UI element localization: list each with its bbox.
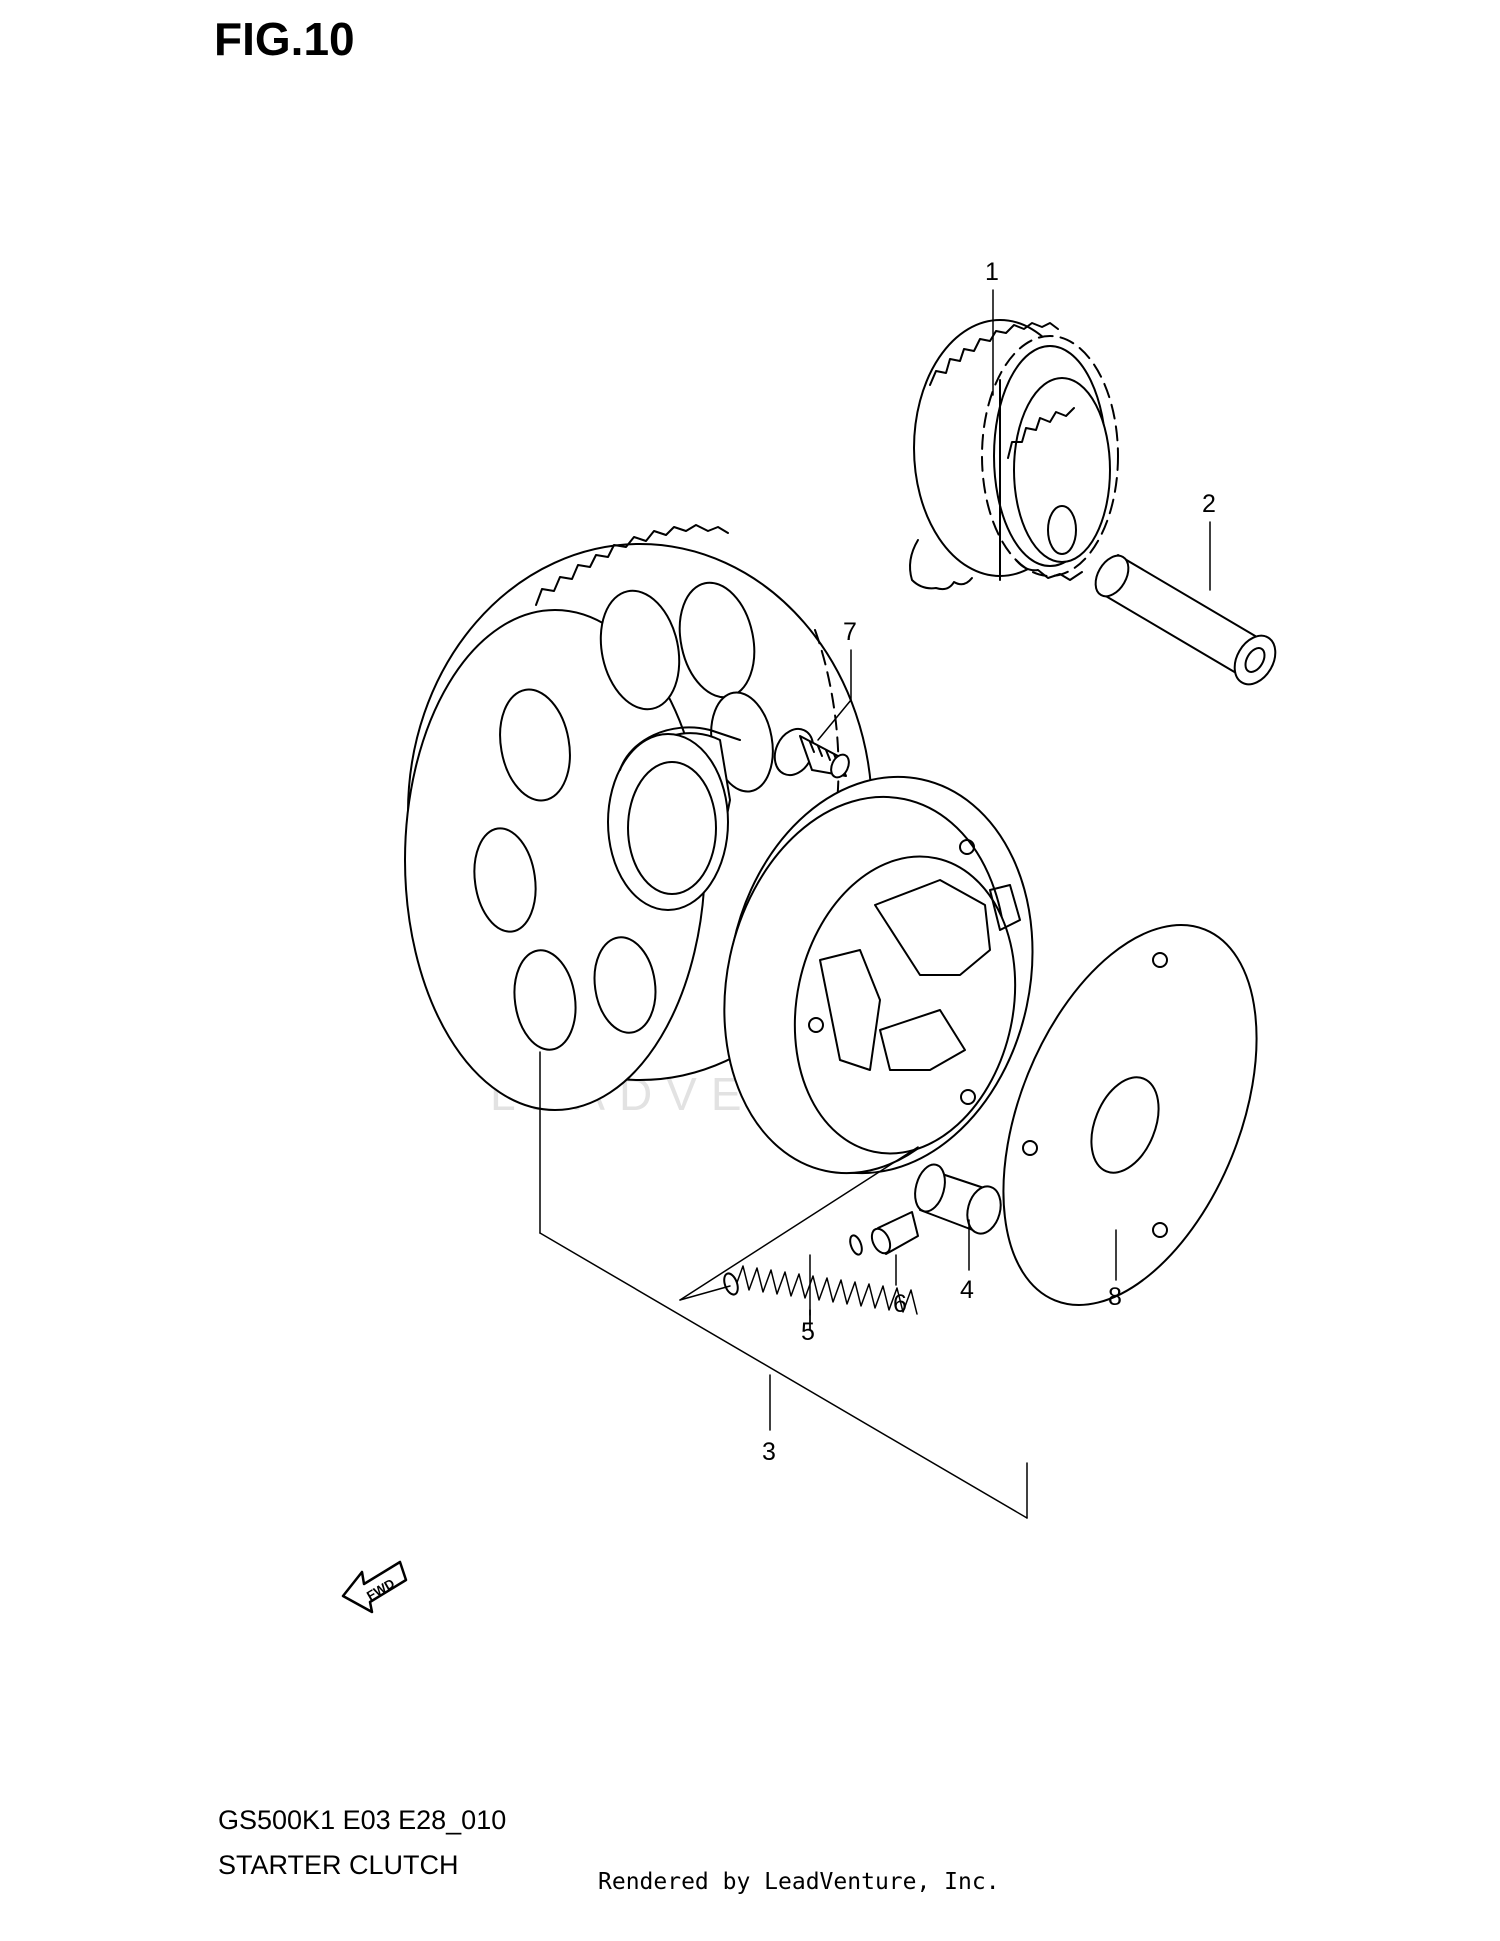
spring-pin xyxy=(870,1211,919,1255)
callout-6: 6 xyxy=(893,1290,907,1318)
callout-3: 3 xyxy=(762,1438,776,1466)
callout-4: 4 xyxy=(960,1276,974,1304)
figure-title: FIG.10 xyxy=(214,13,355,65)
idle-gear-shaft xyxy=(1094,554,1277,686)
clutch-bolt xyxy=(773,727,850,779)
one-way-clutch-housing xyxy=(723,775,1034,1175)
callout-7: 7 xyxy=(843,618,857,646)
diagram-subtitle: STARTER CLUTCH xyxy=(218,1850,459,1880)
model-code: GS500K1 E03 E28_010 xyxy=(218,1805,507,1835)
callout-5: 5 xyxy=(801,1318,815,1346)
forward-arrow-icon: FWD xyxy=(341,1560,408,1614)
starter-idle-gear xyxy=(909,319,1119,591)
leader-lines xyxy=(539,289,1211,1519)
rendered-by-credit: Rendered by LeadVenture, Inc. xyxy=(598,1869,1000,1895)
callout-8: 8 xyxy=(1108,1283,1122,1311)
callout-1: 1 xyxy=(985,258,999,286)
thrust-washer xyxy=(1002,924,1258,1306)
clutch-roller xyxy=(914,1163,1002,1235)
clutch-spring xyxy=(723,1234,918,1315)
callout-2: 2 xyxy=(1202,490,1216,518)
